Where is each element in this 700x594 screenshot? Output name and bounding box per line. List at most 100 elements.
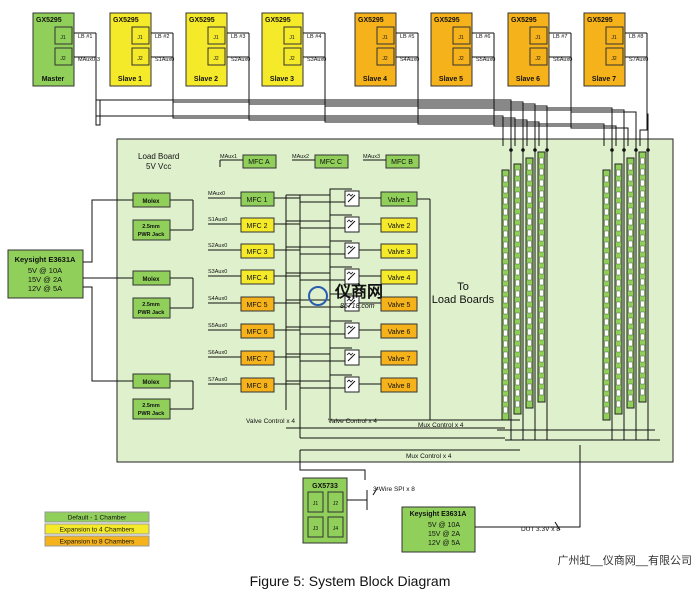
slot-pin [640,234,645,242]
aux-bus-wire [324,57,540,146]
module-role: Slave 2 [194,76,218,83]
slot-pin [515,279,520,287]
power-supply-bottom [401,506,476,553]
load-board-slot-5 [602,169,611,421]
slot-pin [640,322,645,330]
slot-pin [539,344,544,352]
slot-pin [515,268,520,276]
slot-pin [539,168,544,176]
legend-swatch-1 [44,511,150,523]
connector-j2 [207,47,226,66]
module-role: Slave 5 [439,76,463,83]
module-role: Slave 3 [270,76,294,83]
power-wire [83,286,133,382]
mfc-label: MFC 5 [247,302,268,309]
coil-mark [346,298,354,302]
coil-mark [346,271,354,275]
dut-slash [554,521,561,531]
slot-pin [604,197,609,205]
mfc-label: MFC 3 [247,249,268,256]
slot-pin [616,400,621,408]
slot-pin [628,284,633,292]
connector-j1-label: J1 [458,35,464,41]
watermark-url: 86718.com [340,303,375,310]
connector-j1 [605,26,624,45]
switch-arm [347,194,356,203]
slot-pin [640,267,645,275]
to-load-boards-line1: To [457,281,469,293]
slot-pin [628,361,633,369]
slot-pin [539,311,544,319]
module-aux-label: S7Aux0 [629,57,648,63]
slot-pin [503,406,508,414]
module-lb-label: LB #4 [307,34,321,40]
gx5733-connector-j2 [327,491,344,513]
slot-pin [539,212,544,220]
connector-j1-label: J1 [611,35,617,41]
slot-pin [539,201,544,209]
slot-pin [616,323,621,331]
mfc-6 [240,323,275,339]
power-wire [83,199,133,263]
mfc-top-1 [242,154,277,169]
connector-j1 [529,26,548,45]
module-lb-label: LB #8 [629,34,643,40]
slot-pin [616,312,621,320]
slot-pin [640,256,645,264]
valve-8 [380,377,418,393]
connector-j1-label: J1 [137,35,143,41]
slot-pin [527,284,532,292]
slot-pin [628,350,633,358]
module-title: GX5295 [113,17,139,24]
slot-pin [539,355,544,363]
slot-pin [604,252,609,260]
connector-j2 [605,47,624,66]
valve-label: Valve 2 [388,223,411,230]
connector-j2-label: J2 [60,56,66,62]
slot-pin [628,174,633,182]
slot-pin [604,285,609,293]
slot-pin [503,219,508,227]
coil-mark [346,193,354,197]
slot-pin [515,389,520,397]
connector-j2 [529,47,548,66]
mfc-label: MFC 4 [247,275,268,282]
dut-label: DUT 3.3V x 8 [521,526,560,533]
connector-j2-label: J2 [535,56,541,62]
junction-dot [646,148,650,152]
legend-swatch-2 [44,523,150,535]
slot-pin [604,175,609,183]
load-board-vcc: 5V Vcc [146,162,171,171]
valve-2 [380,217,418,233]
mfc-label: MFC 6 [247,329,268,336]
connector-j1-label: J1 [213,35,219,41]
slot-pin [628,262,633,270]
slot-pin [616,389,621,397]
slot-pin [515,290,520,298]
slot-pin [539,278,544,286]
gx5733-connector-label: J2 [333,501,339,507]
power-left-line: 5V @ 10A [28,266,62,275]
slot-pin [616,334,621,342]
slot-pin [527,328,532,336]
slot-pin [503,384,508,392]
slot-pin [640,300,645,308]
molex-label: Molex [142,277,160,283]
slot-pin [628,207,633,215]
slot-pin [527,196,532,204]
connector-j2 [54,47,73,66]
mux-control-label-2: Mux Control x 4 [406,453,452,460]
module-role: Slave 7 [592,76,616,83]
load-board-slot-3 [525,157,534,409]
power-left-line: 15V @ 2A [28,275,62,284]
slot-pin [515,400,520,408]
pwr-jack-line1: 2.5mm [142,224,160,230]
slot-pin [503,318,508,326]
slot-pin [503,340,508,348]
slot-pin [527,339,532,347]
connector-j2-label: J2 [213,56,219,62]
module-title: GX5295 [358,17,384,24]
slot-pin [616,180,621,188]
slot-pin [539,256,544,264]
